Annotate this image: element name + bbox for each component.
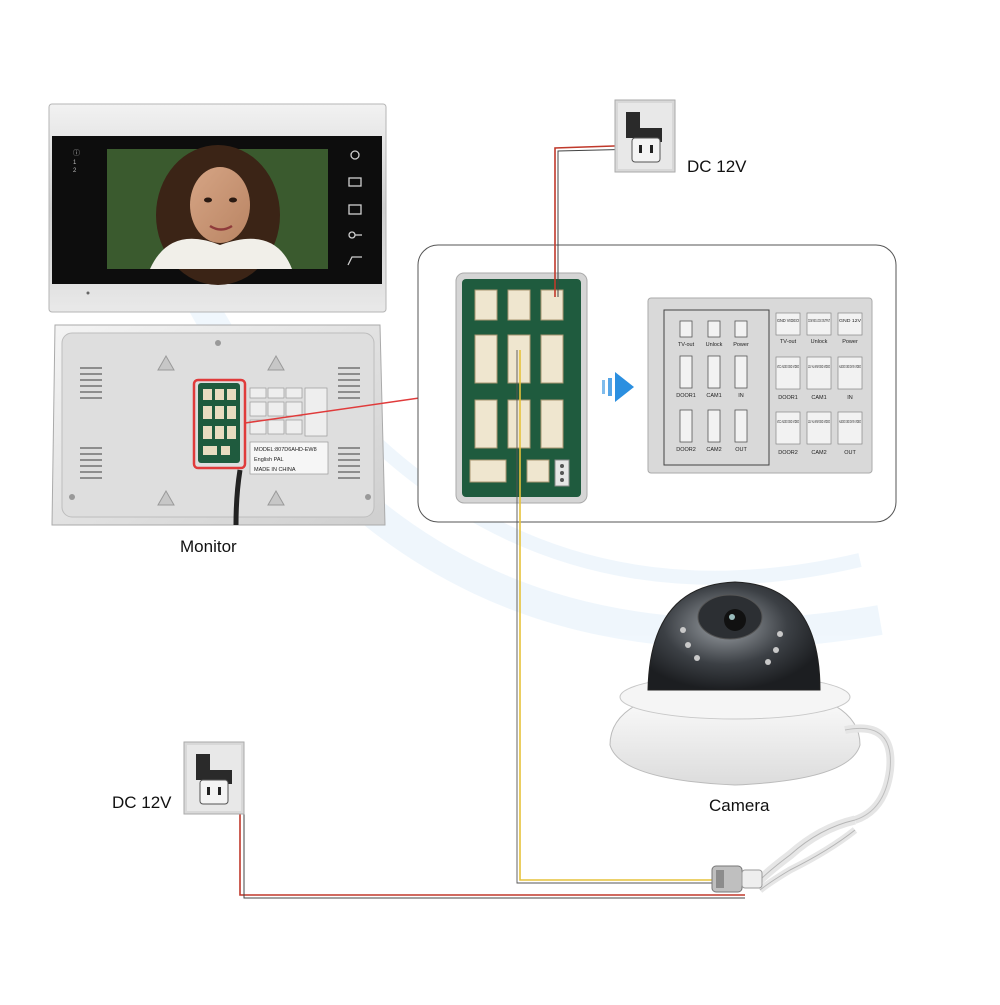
terminal-name: TV-out	[780, 339, 797, 345]
terminal-pins: 12V ALARM GND VIDEO	[808, 364, 830, 369]
dc-bottom-label: DC 12V	[112, 793, 172, 812]
power-outlet-icon	[614, 99, 676, 173]
terminal-name: OUT	[735, 447, 747, 453]
terminal-name: CAM2	[811, 450, 826, 456]
terminal-pins: AUDIO GND DATA VIDEO	[839, 364, 861, 369]
callout-box	[192, 378, 247, 470]
terminal-name: Unlock	[706, 342, 723, 348]
back-sticker	[249, 441, 329, 475]
terminal-name: CAM1	[706, 393, 721, 399]
terminal-name: DOOR2	[778, 450, 798, 456]
terminal-pins: COM NO LOCK OUTPUT	[808, 318, 830, 323]
terminal-pins: VCC AUDIO GND VIDEO	[777, 419, 799, 424]
svg-text:2: 2	[73, 168, 77, 174]
terminal-pins: 12V ALARM GND VIDEO	[808, 419, 830, 424]
terminal-pins: VCC AUDIO GND VIDEO	[777, 364, 799, 369]
sticker-line-3: MADE IN CHINA	[254, 467, 296, 473]
terminal-name: OUT	[844, 450, 856, 456]
dc-top-label: DC 12V	[687, 157, 747, 176]
monitor-front: ⓘ 1 2	[48, 103, 387, 313]
svg-text:1: 1	[73, 160, 77, 166]
svg-text:ⓘ: ⓘ	[73, 149, 80, 157]
monitor-side-icons	[347, 150, 362, 266]
camera-cable	[756, 815, 858, 893]
terminal-name: IN	[738, 393, 744, 399]
bnc-connector-icon	[711, 865, 763, 893]
blue-arrow-icon	[602, 372, 634, 402]
monitor-label: Monitor	[180, 537, 237, 556]
sticker-line-1: MODEL:807D6AHD-EW8	[254, 447, 317, 453]
terminal-name: Power	[733, 342, 749, 348]
pcb-closeup	[455, 272, 588, 504]
terminal-pins: GND VIDEO	[777, 318, 800, 323]
power-outlet-icon	[183, 741, 245, 815]
power-wire-bottom	[239, 790, 745, 899]
terminal-name: Unlock	[811, 339, 828, 345]
terminal-name: CAM2	[706, 447, 721, 453]
back-pcb	[198, 383, 240, 463]
terminal-name: CAM1	[811, 395, 826, 401]
terminal-name: DOOR1	[676, 393, 696, 399]
terminal-pins: AUDIO GND DATA VIDEO	[839, 419, 861, 424]
terminal-name: TV-out	[678, 342, 695, 348]
terminal-legend: TV-out Unlock Power DOOR1 CAM1 IN DOOR2 …	[647, 297, 873, 474]
dome-camera	[609, 581, 895, 824]
terminal-name: DOOR2	[676, 447, 696, 453]
monitor-back: MODEL:807D6AHD-EW8 English PAL MADE IN C…	[51, 324, 386, 526]
callout-arrow	[244, 394, 441, 424]
sticker-line-2: English PAL	[254, 457, 284, 463]
terminal-name: DOOR1	[778, 395, 798, 401]
camera-label: Camera	[709, 796, 770, 815]
terminal-name: Power	[842, 339, 858, 345]
terminal-pins: GND 12V	[839, 318, 861, 323]
video-wire	[516, 350, 735, 884]
terminal-name: IN	[847, 395, 853, 401]
